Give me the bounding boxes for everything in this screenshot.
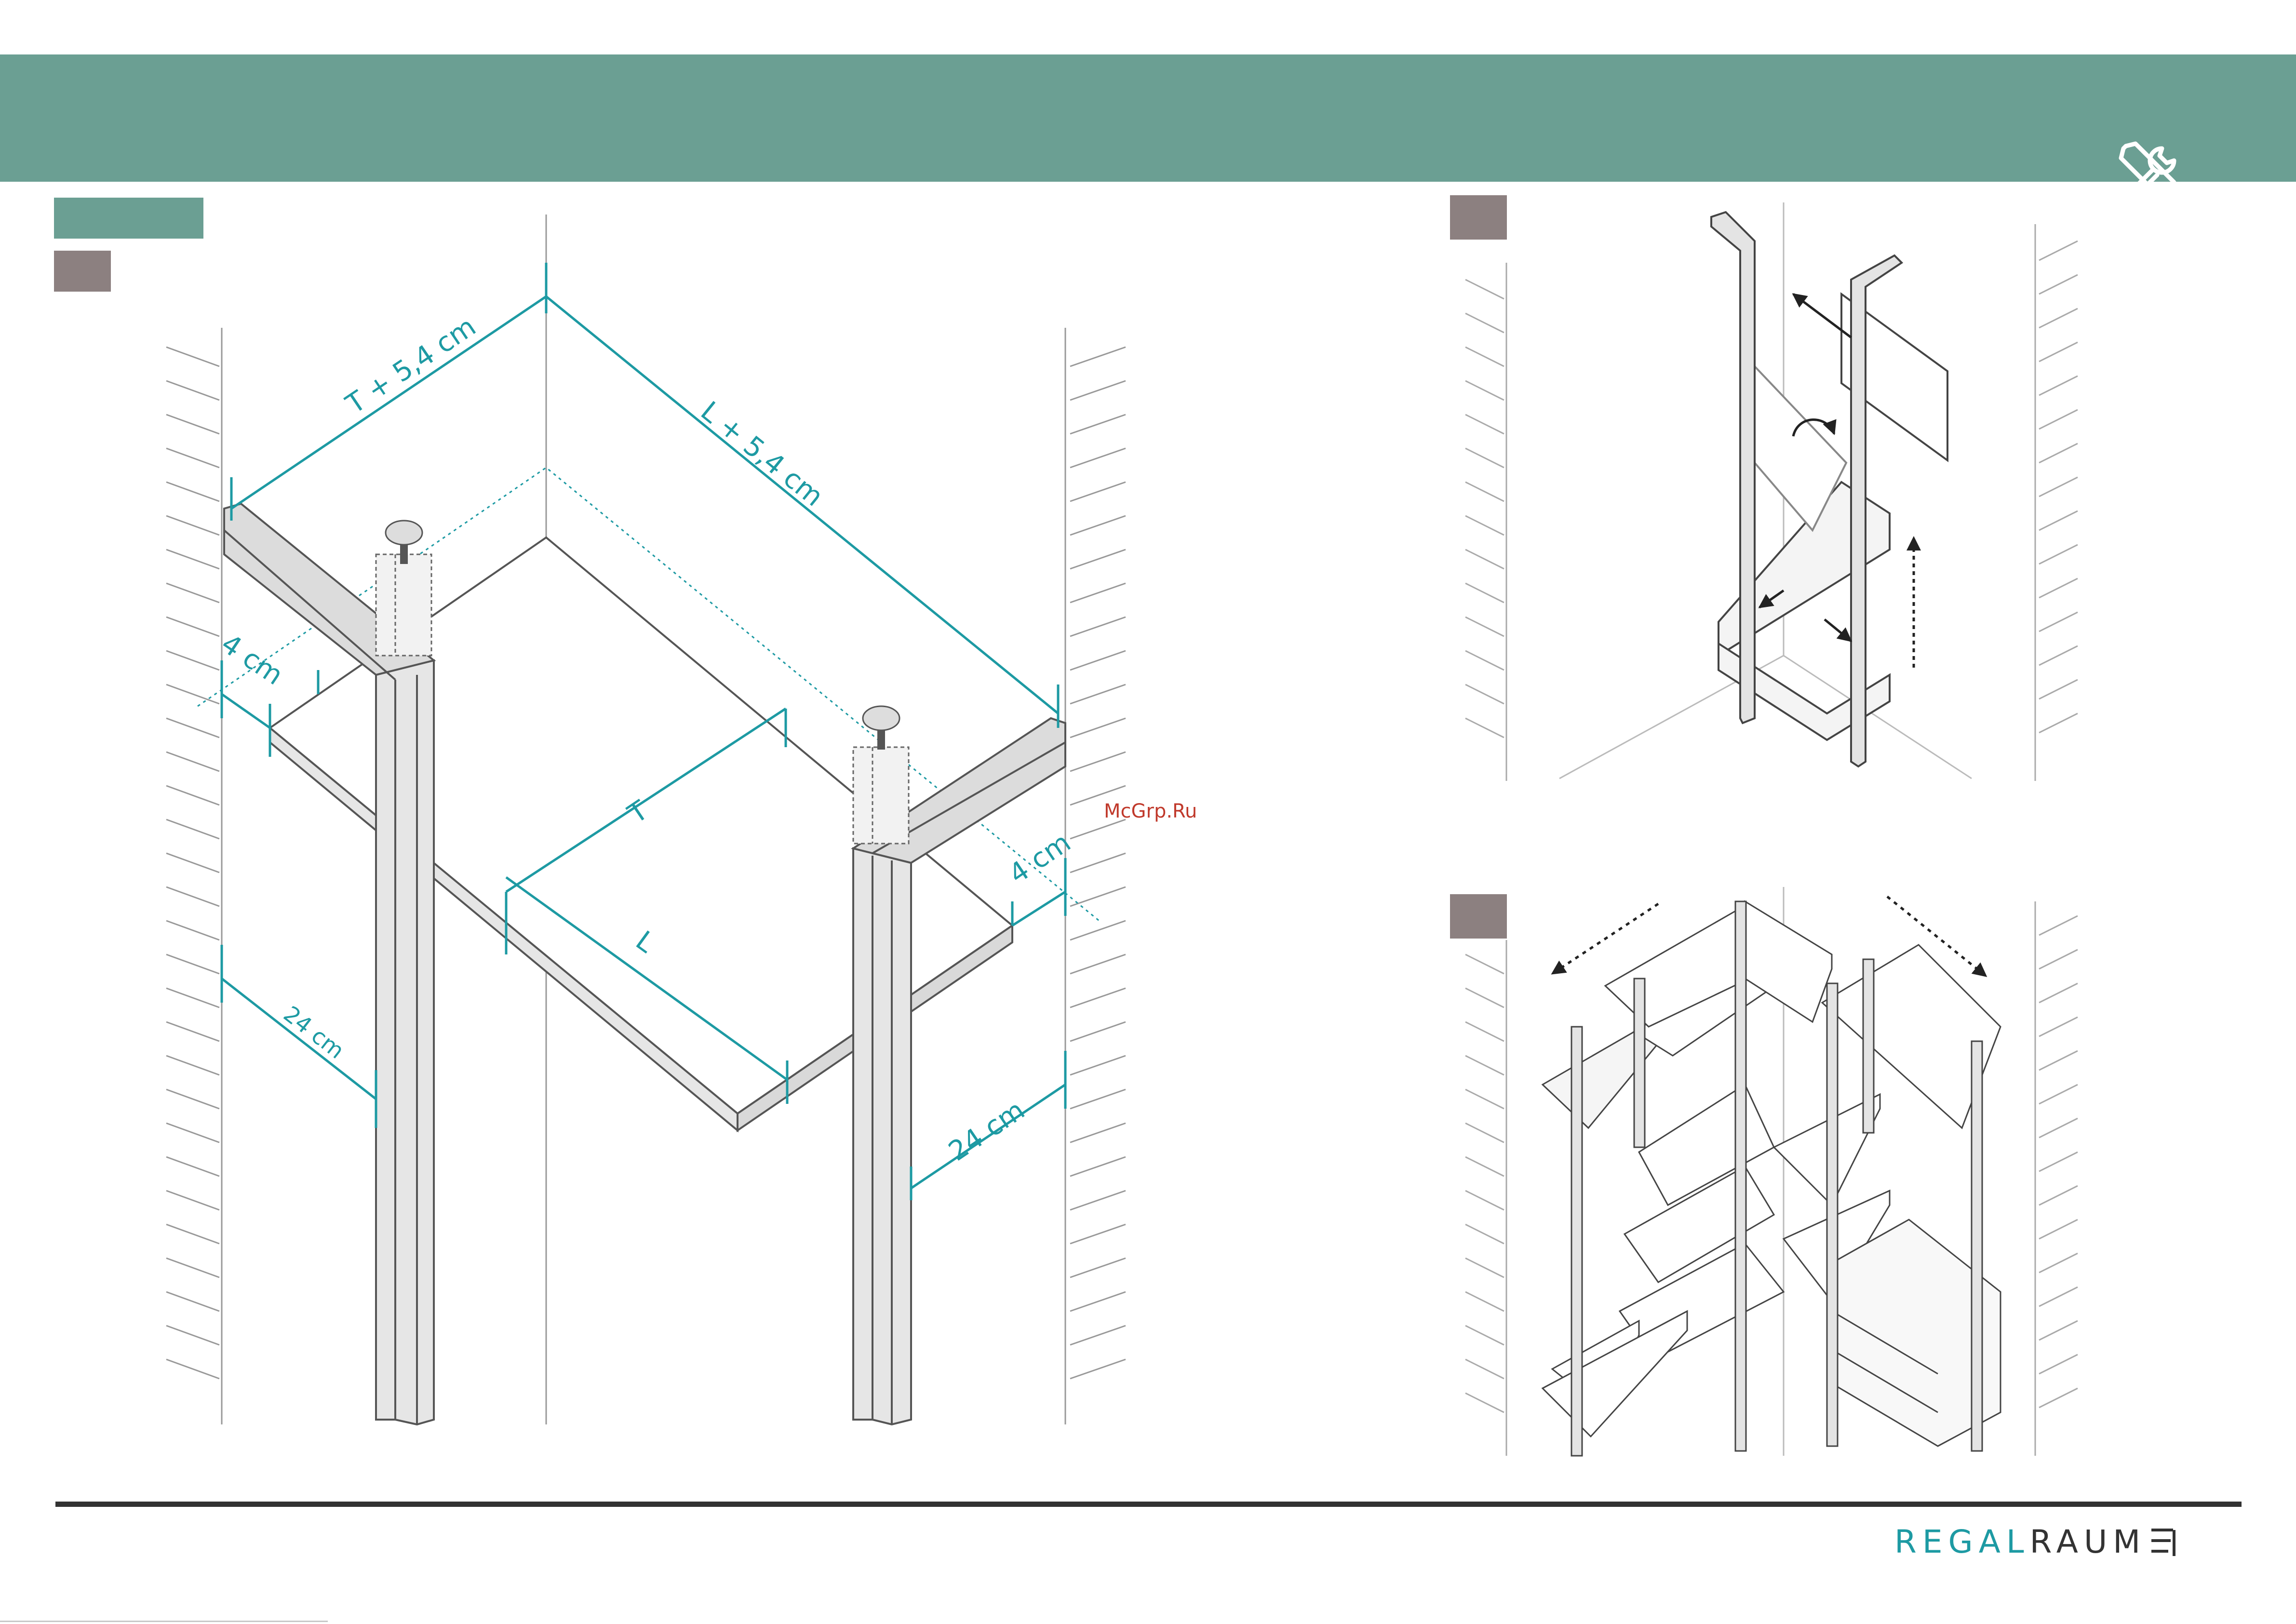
dim-inset-left-label: 4 cm [215,628,288,691]
brand-regal: REGAL [1894,1523,2030,1560]
leveling-foot-right [853,747,909,844]
dim-wall-right-label: 24 cm [943,1094,1030,1167]
bottom-rule [0,1621,328,1622]
dim-length-plus-label: L + 5,4 cm [695,395,829,512]
wall-hatching-right [1065,328,1126,1424]
dim-depth-plus-label: T + 5,4 cm [340,311,482,420]
shelf-assembly-step2 [1711,212,1947,766]
watermark: McGrp.Ru [1104,800,1197,822]
brand-mark-icon [2149,1526,2178,1558]
shelving-system-step3 [1543,901,2001,1456]
leveling-foot-left [376,554,431,656]
brand-raum: RAUM [2030,1523,2147,1560]
wall-hatching-left [166,328,222,1424]
footer-rule [55,1502,2242,1507]
